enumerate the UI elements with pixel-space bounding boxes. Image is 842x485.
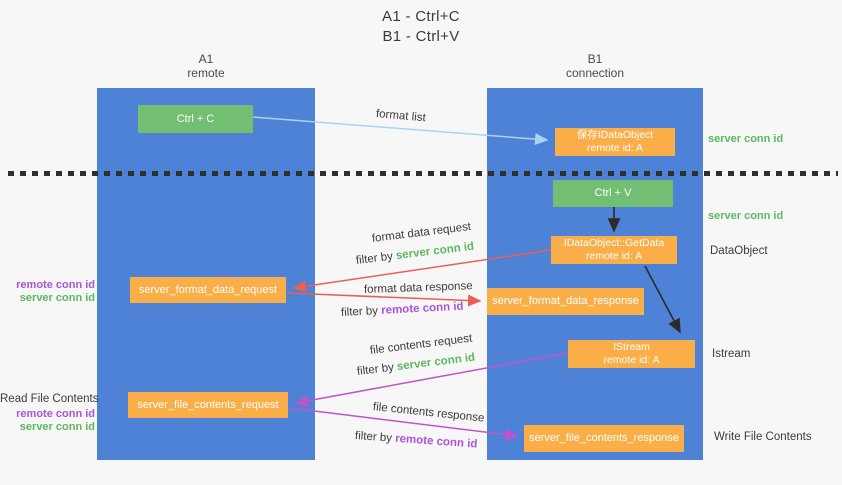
session-divider-dashed-line: [8, 171, 838, 176]
title-line-1: A1 - Ctrl+C: [382, 8, 460, 25]
node-getdata-line1: IDataObject::GetData: [563, 237, 665, 249]
lane-header-a1: A1 remote: [97, 52, 315, 80]
node-file-response-label: server_file_contents_response: [529, 432, 679, 444]
node-idataobject-getdata: IDataObject::GetData remote id: A: [551, 236, 677, 264]
filter-value-remote-2: remote conn id: [394, 432, 478, 451]
node-ctrl-v: Ctrl + V: [553, 180, 673, 207]
annotation-remote-conn-id-2: remote conn id: [16, 408, 95, 420]
annotation-server-conn-id-1: server conn id: [19, 292, 95, 304]
node-server-format-data-response: server_format_data_response: [487, 288, 644, 315]
filter-prefix-4: filter by: [354, 430, 396, 445]
filter-prefix-2: filter by: [340, 304, 382, 319]
node-istream-line2: remote id: A: [603, 354, 660, 366]
lane-b1-role: connection: [565, 66, 625, 80]
node-format-response-label: server_format_data_response: [492, 295, 639, 307]
node-getdata-line2: remote id: A: [585, 250, 643, 262]
node-ctrl-c-label: Ctrl + C: [176, 112, 215, 125]
filter-value-server-1: server conn id: [395, 240, 475, 263]
label-format-list: format list: [375, 108, 427, 125]
filter-prefix-1: filter by: [355, 250, 397, 267]
label-filter-remote-conn-1: filter by remote conn id: [341, 301, 464, 319]
lane-header-b1: B1 connection: [487, 52, 703, 80]
annotation-write-file-contents: Write File Contents: [714, 431, 812, 443]
node-ctrl-c: Ctrl + C: [138, 105, 253, 133]
node-server-file-contents-request: server_file_contents_request: [128, 392, 288, 418]
label-filter-remote-conn-2: filter by remote conn id: [355, 430, 478, 451]
filter-prefix-3: filter by: [356, 361, 398, 378]
annotation-server-conn-id-mid: server conn id: [708, 210, 784, 222]
node-save-idataobject: 保存IDataObject remote id: A: [555, 128, 675, 156]
lane-a1-name: A1: [198, 52, 214, 66]
annotation-dataobject: DataObject: [710, 245, 768, 257]
node-ctrl-v-label: Ctrl + V: [594, 187, 632, 199]
label-format-data-request: format data request: [371, 220, 472, 245]
annotation-server-conn-id-2: server conn id: [19, 421, 95, 433]
annotation-istream: Istream: [712, 348, 751, 360]
node-file-request-label: server_file_contents_request: [137, 398, 279, 411]
node-istream-line1: IStream: [613, 341, 650, 353]
label-file-contents-response: file contents response: [372, 401, 485, 425]
label-format-data-response: format data response: [363, 280, 473, 296]
annotation-read-file-contents: Read File Contents: [0, 393, 99, 405]
annotation-remote-conn-id-1: remote conn id: [16, 279, 95, 291]
node-server-file-contents-response: server_file_contents_response: [524, 425, 684, 452]
node-istream: IStream remote id: A: [568, 340, 695, 368]
node-server-format-data-request: server_format_data_request: [130, 277, 286, 303]
filter-value-remote-1: remote conn id: [380, 300, 464, 317]
node-format-request-label: server_format_data_request: [138, 283, 278, 296]
filter-value-server-2: server conn id: [396, 351, 476, 374]
annotation-server-conn-id-top: server conn id: [708, 133, 784, 145]
node-save-idataobject-line1: 保存IDataObject: [576, 129, 654, 141]
title-line-2: B1 - Ctrl+V: [382, 28, 460, 45]
node-save-idataobject-line2: remote id: A: [586, 142, 644, 154]
lane-a1-role: remote: [187, 66, 225, 80]
diagram-title: A1 - Ctrl+C B1 - Ctrl+V: [0, 7, 842, 47]
lane-b1-name: B1: [587, 52, 603, 66]
